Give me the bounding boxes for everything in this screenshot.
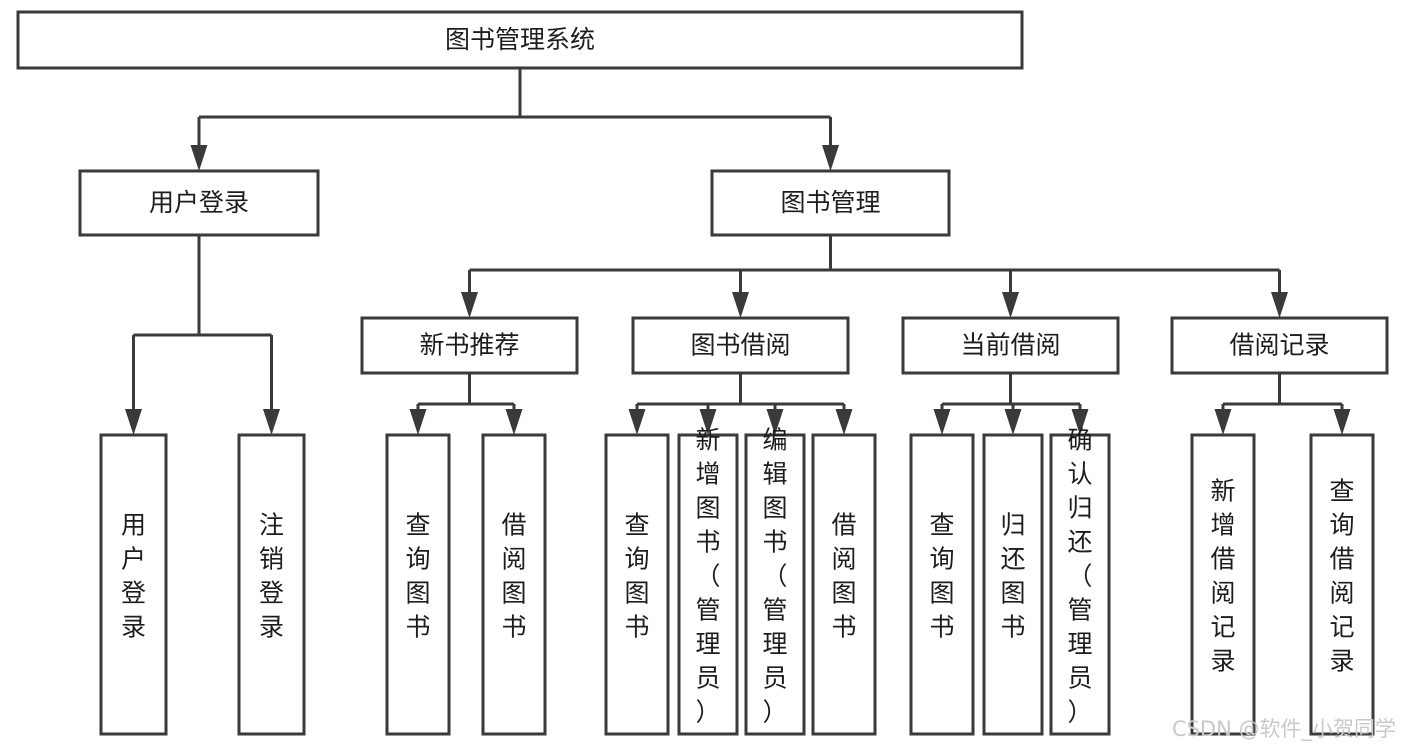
arrow-head-icon	[505, 409, 523, 435]
node-box[interactable]	[16, 10, 1024, 70]
arrow-head-icon	[1004, 409, 1022, 435]
edge-group-new_book_rec	[409, 373, 523, 435]
node-label: 图书管理系统	[445, 25, 595, 54]
node-box[interactable]	[78, 169, 320, 237]
node-box[interactable]	[604, 433, 670, 736]
node-leaf-add-record[interactable]: 新增借阅记录	[1190, 433, 1256, 736]
node-leaf-add-book[interactable]: 新增图书（管理员）	[677, 426, 739, 736]
arrow-head-icon	[1002, 292, 1019, 318]
node-borrow-record[interactable]: 借阅记录	[1170, 316, 1389, 375]
edge-group-borrow_record	[1214, 373, 1351, 435]
arrow-head-icon	[766, 409, 784, 435]
node-leaf-user-login[interactable]: 用户登录	[99, 433, 168, 736]
node-label: 查询图书	[929, 511, 954, 642]
node-label: 借阅图书	[831, 511, 856, 642]
node-new-book-rec[interactable]: 新书推荐	[360, 316, 579, 375]
edges-layer	[125, 68, 1351, 435]
node-label: 归还图书	[1000, 511, 1025, 642]
node-box[interactable]	[1190, 433, 1256, 736]
edge-group-book_manage	[461, 235, 1288, 318]
node-label: 编辑图书（管理员）	[762, 426, 787, 727]
node-box[interactable]	[811, 433, 877, 736]
node-label: 用户登录	[149, 188, 249, 217]
node-label: 查询借阅记录	[1329, 477, 1354, 676]
arrow-head-icon	[1214, 409, 1232, 435]
node-label: 当前借阅	[960, 331, 1060, 360]
node-box[interactable]	[1049, 433, 1111, 736]
arrow-head-icon	[699, 409, 717, 435]
node-label: 图书借阅	[690, 331, 790, 360]
node-book-manage[interactable]: 图书管理	[710, 169, 951, 237]
node-leaf-query-book-1[interactable]: 查询图书	[385, 433, 451, 736]
node-leaf-return-book[interactable]: 归还图书	[982, 433, 1044, 736]
node-label: 借阅记录	[1229, 331, 1329, 360]
node-root[interactable]: 图书管理系统	[16, 10, 1024, 70]
node-label: 查询图书	[624, 511, 649, 642]
arrow-head-icon	[190, 145, 208, 171]
node-label: 借阅图书	[501, 511, 526, 642]
arrow-head-icon	[628, 409, 646, 435]
node-label: 新增借阅记录	[1210, 477, 1235, 676]
edge-group-user_login	[125, 235, 280, 435]
node-label: 查询图书	[405, 511, 430, 642]
arrow-head-icon	[125, 409, 142, 435]
node-leaf-query-book-3[interactable]: 查询图书	[909, 433, 975, 736]
node-box[interactable]	[237, 433, 306, 736]
node-leaf-query-book-2[interactable]: 查询图书	[604, 433, 670, 736]
node-box[interactable]	[99, 433, 168, 736]
nodes-layer: 图书管理系统用户登录图书管理新书推荐图书借阅当前借阅借阅记录用户登录注销登录查询…	[16, 10, 1389, 736]
node-leaf-query-record[interactable]: 查询借阅记录	[1309, 433, 1375, 736]
node-box[interactable]	[909, 433, 975, 736]
node-box[interactable]	[385, 433, 451, 736]
node-label: 注销登录	[259, 511, 284, 642]
arrow-head-icon	[409, 409, 427, 435]
node-box[interactable]	[710, 169, 951, 237]
arrow-head-icon	[1071, 409, 1089, 435]
node-leaf-borrow-book-1[interactable]: 借阅图书	[481, 433, 547, 736]
node-box[interactable]	[1309, 433, 1375, 736]
node-user-login[interactable]: 用户登录	[78, 169, 320, 237]
node-box[interactable]	[982, 433, 1044, 736]
arrow-head-icon	[1333, 409, 1351, 435]
arrow-head-icon	[933, 409, 951, 435]
node-box[interactable]	[631, 316, 850, 375]
arrow-head-icon	[1271, 292, 1288, 318]
node-leaf-logout[interactable]: 注销登录	[237, 433, 306, 736]
node-box[interactable]	[744, 433, 806, 736]
edge-group-current_borrow	[933, 373, 1089, 435]
arrow-head-icon	[732, 292, 749, 318]
node-box[interactable]	[1170, 316, 1389, 375]
node-leaf-confirm-return[interactable]: 确认归还（管理员）	[1049, 426, 1111, 736]
node-leaf-borrow-book-2[interactable]: 借阅图书	[811, 433, 877, 736]
node-leaf-edit-book[interactable]: 编辑图书（管理员）	[744, 426, 806, 736]
arrow-head-icon	[822, 145, 839, 171]
node-label: 图书管理	[780, 188, 880, 217]
edge-group-book_borrow	[628, 373, 853, 435]
node-box[interactable]	[360, 316, 579, 375]
arrow-head-icon	[835, 409, 853, 435]
node-book-borrow[interactable]: 图书借阅	[631, 316, 850, 375]
node-current-borrow[interactable]: 当前借阅	[901, 316, 1120, 375]
edge-group-root	[190, 68, 839, 171]
arrow-head-icon	[461, 292, 478, 318]
arrow-head-icon	[263, 409, 280, 435]
node-box[interactable]	[677, 433, 739, 736]
node-box[interactable]	[901, 316, 1120, 375]
node-box[interactable]	[481, 433, 547, 736]
csdn-watermark: CSDN @软件_小贺同学	[1172, 717, 1396, 742]
node-label: 用户登录	[121, 511, 146, 642]
node-label: 新增图书（管理员）	[695, 426, 720, 727]
node-label: 确认归还（管理员）	[1067, 426, 1092, 727]
node-label: 新书推荐	[419, 331, 519, 360]
